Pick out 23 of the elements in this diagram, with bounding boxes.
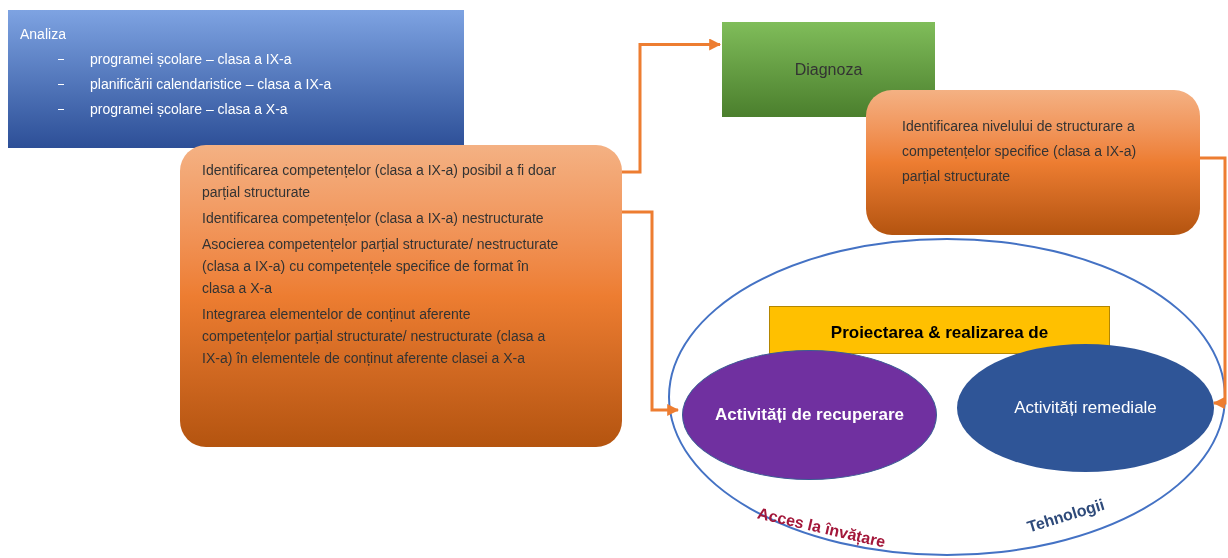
connector-arrow xyxy=(622,210,680,416)
list-item-text: programei școlare – clasa a IX-a xyxy=(90,50,292,69)
list-item-text: programei școlare – clasa a X-a xyxy=(90,100,288,119)
context-ellipse xyxy=(668,238,1226,556)
connector-arrow xyxy=(1200,156,1227,409)
node-text: Activități remediale xyxy=(1014,397,1157,420)
process-box xyxy=(180,145,622,447)
heading-text: Analiza xyxy=(20,25,67,44)
title-box xyxy=(769,306,1110,354)
node-text: Diagnoza xyxy=(794,60,863,80)
node-text: Identificarea nivelului de structurare a competențelor specifice (clasa a IX-a) parțial structurate xyxy=(902,117,1138,186)
item-text: Identificarea competențelor (clasa a IX-a) posibil a fi doar parțial structurate xyxy=(202,161,558,202)
connector-arrow xyxy=(622,38,722,174)
node-text: Proiectarea & realizarea de xyxy=(830,322,1049,344)
process-box xyxy=(866,90,1200,235)
node-text: Activități de recuperare xyxy=(715,404,904,427)
item-text: Identificarea competențelor (clasa a IX-a) nestructurate xyxy=(202,209,545,228)
ellipse-label: Acces la învățare xyxy=(755,503,888,553)
item-text: Integrarea elementelor de conținut aferente competențelor parțial structurate/ nestructurate (clasa a IX-a) în elementele de conținut aferente clasei a X-a xyxy=(202,305,547,368)
item-text: Asocierea competențelor parțial structurate/ nestructurate (clasa a IX-a) cu competențele specifice de format în clasa a X-a xyxy=(202,235,560,298)
diagnosis-box xyxy=(722,22,935,117)
analysis-box xyxy=(8,10,464,148)
list-item-text: planificării calendaristice – clasa a IX-a xyxy=(90,75,332,94)
